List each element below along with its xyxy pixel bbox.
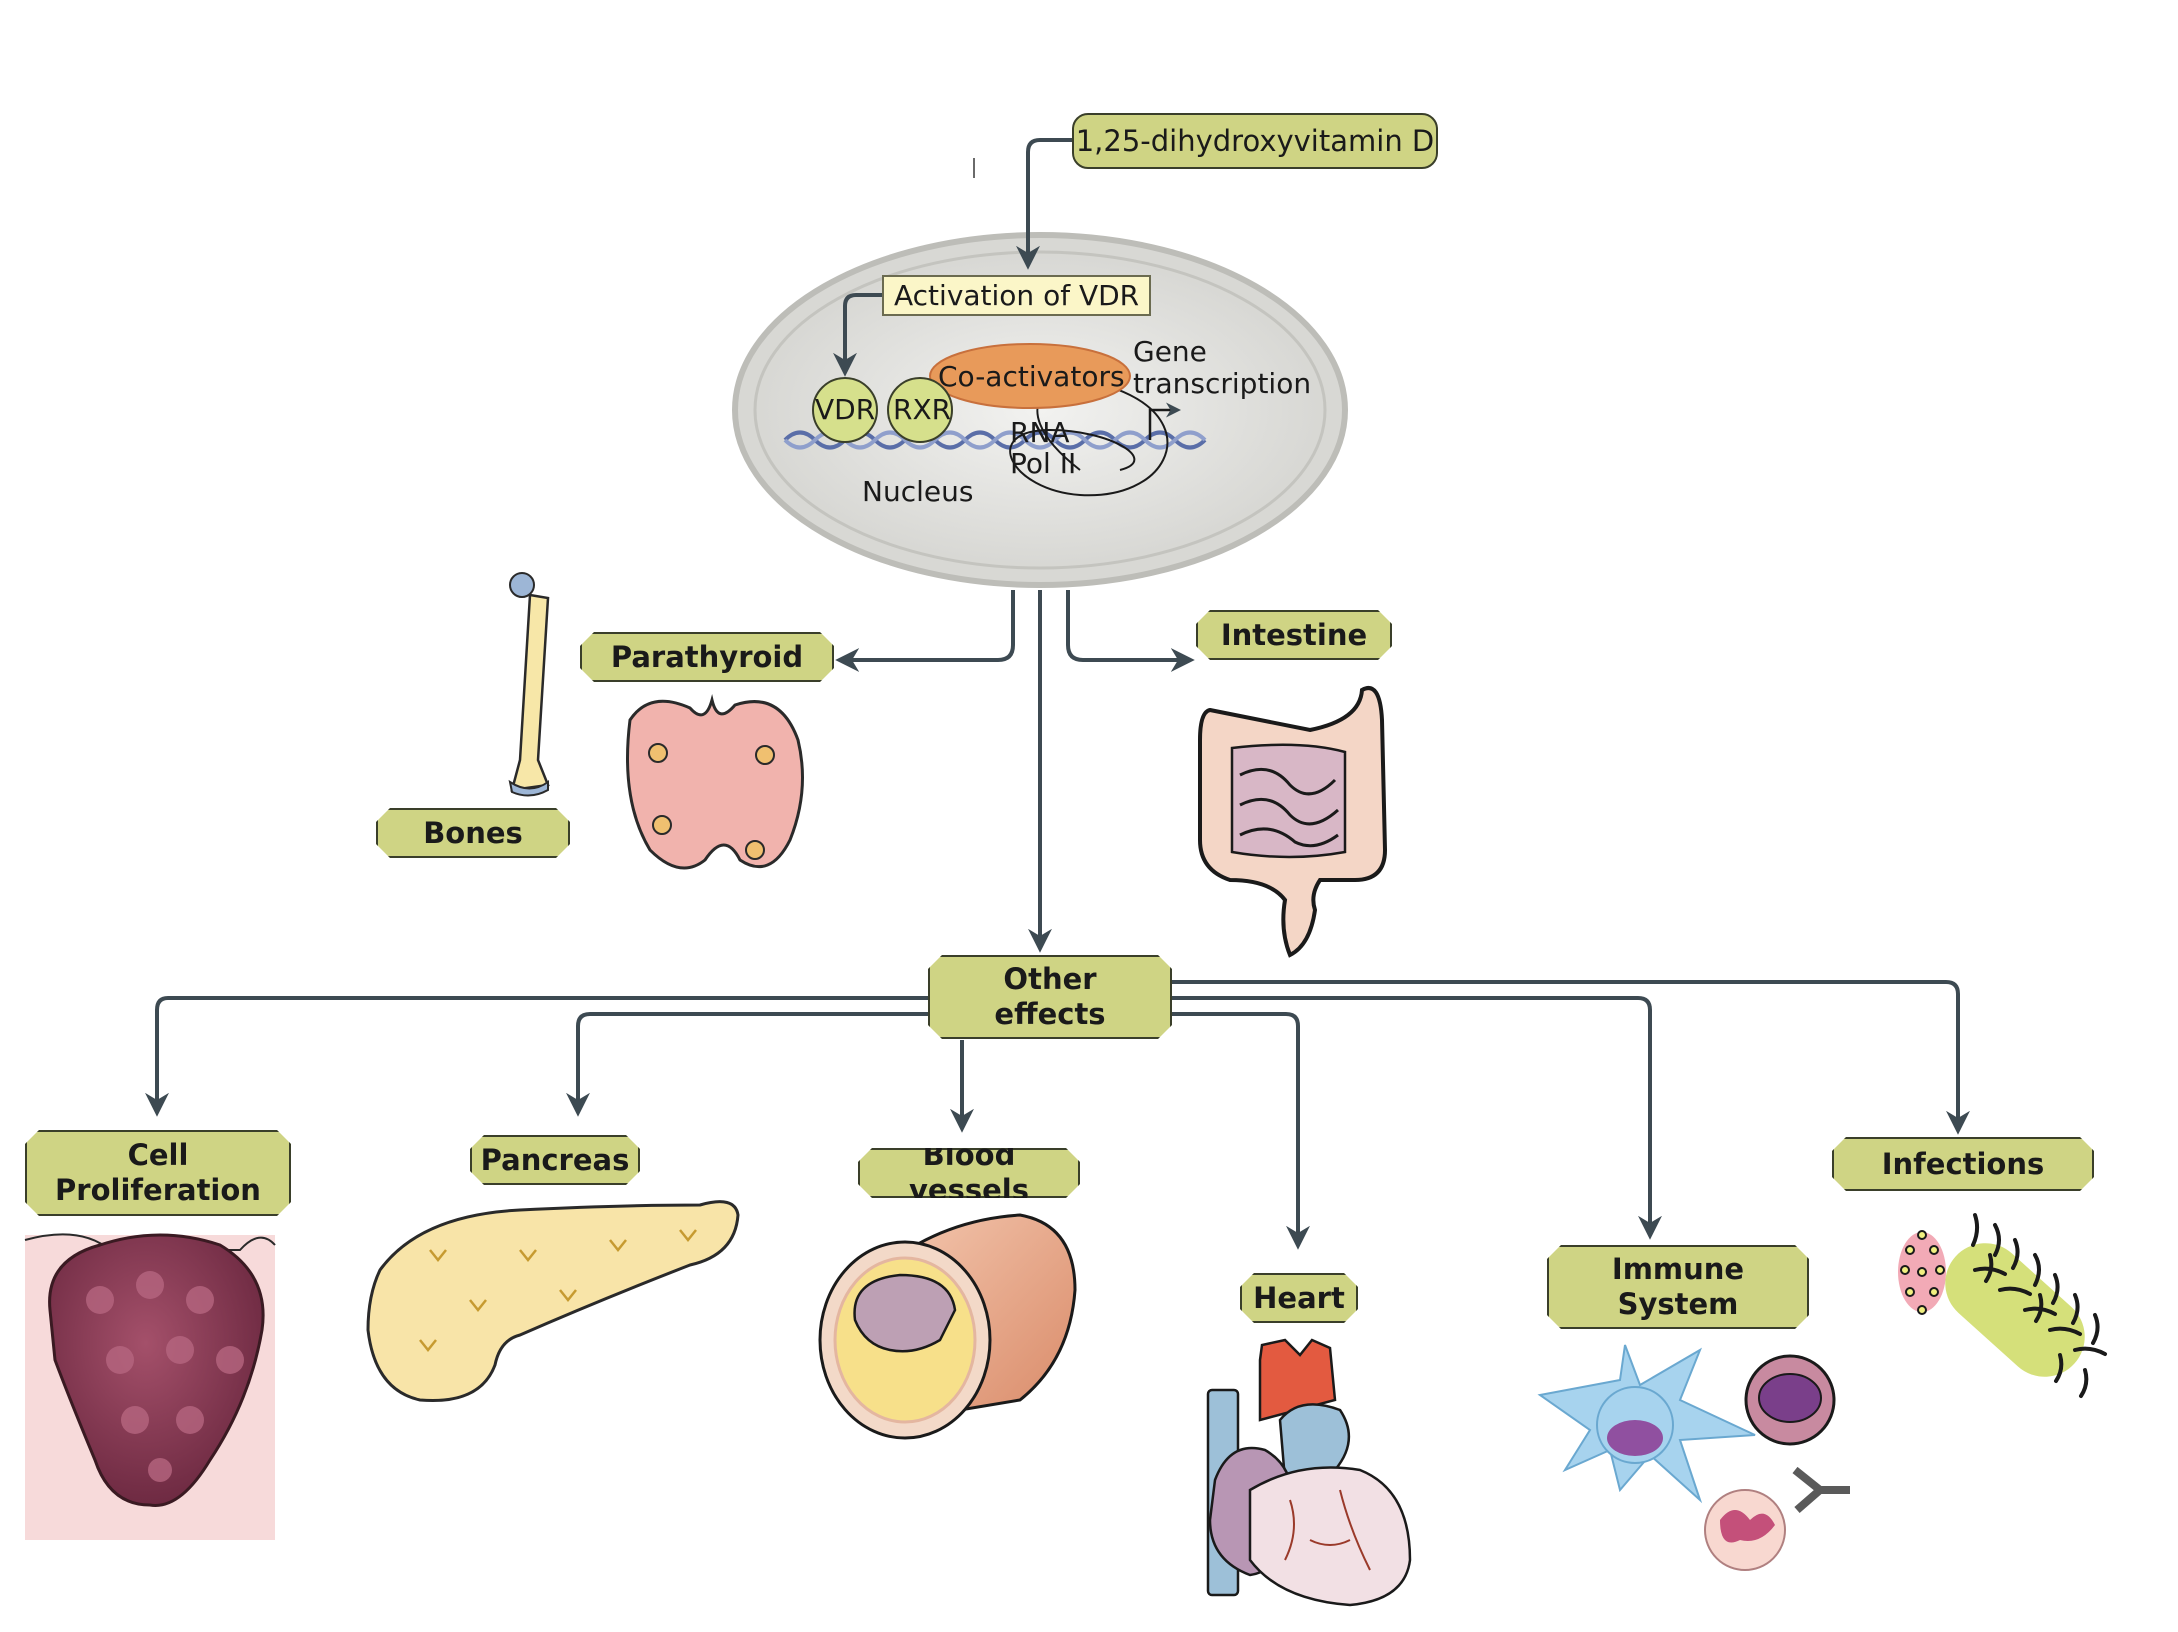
activation-of-vdr-box: Activation of VDR [882,275,1152,316]
arrow-to-parathyroid [835,590,1015,672]
other-effects-text: Other effects [994,962,1106,1031]
neutrophil-icon [1704,1489,1786,1571]
coactivators-label: Co-activators [938,360,1125,393]
activation-of-vdr-text: Activation of VDR [894,279,1140,312]
vitamin-d-label: 1,25-dihydroxyvitamin D [1072,113,1438,169]
arrow-to-infections [1172,980,1970,1135]
vitamin-d-label-text: 1,25-dihydroxyvitamin D [1075,123,1435,158]
bone-icon [508,572,550,797]
intestine-icon [1198,686,1388,958]
pancreas-text: Pancreas [480,1142,630,1177]
rxr-circle [887,377,953,443]
gene-transcription-label: Gene transcription [1133,335,1312,401]
arrow-vitd-to-cell [1016,138,1073,270]
rna-pol-label: RNA Pol II [1010,416,1077,480]
pancreas-icon [366,1200,740,1403]
bones-label-text: Bones [423,815,523,850]
parathyroid-label-text: Parathyroid [610,639,804,674]
blood-vessels-text: Blood vessels [909,1138,1029,1207]
lymphocyte-icon [1744,1354,1836,1446]
parathyroid-label: Parathyroid [580,632,834,682]
other-effects-hub: Other effects [928,955,1172,1039]
cell-proliferation-label: Cell Proliferation [25,1130,291,1216]
antibody-icon [1792,1466,1850,1514]
parathyroid-gland-icon [626,694,804,870]
rxr-label: RXR [893,393,952,426]
tumor-icon [24,1233,276,1540]
intestine-label-text: Intestine [1220,617,1368,652]
arrow-to-pancreas [566,1012,928,1117]
cell-proliferation-text: Cell Proliferation [55,1138,261,1207]
cell-illustration [732,232,1348,588]
bacterium-icon [1945,1213,2107,1398]
infections-label: Infections [1832,1137,2094,1191]
arrow-to-intestine [1066,590,1195,672]
immune-system-label: Immune System [1547,1245,1809,1329]
immune-cells-icon [1537,1344,1850,1571]
heart-label: Heart [1240,1273,1358,1323]
intestine-label: Intestine [1196,610,1392,660]
transcription-arrow-icon [1148,402,1181,440]
blood-vessels-label: Blood vessels [858,1148,1080,1198]
nucleus-label: Nucleus [862,475,974,508]
virus-icon [1898,1230,1946,1315]
heart-text: Heart [1253,1280,1345,1315]
vdr-circle [812,377,878,443]
arrow-to-cell-proliferation [145,996,928,1117]
arrow-activation-to-vdr [833,293,882,377]
coactivators-oval [929,343,1131,409]
connector-arrows [145,138,1970,1250]
arrow-to-heart [1172,1012,1310,1250]
bones-label: Bones [376,808,570,858]
arrow-to-immune-system [1172,996,1662,1240]
nucleus [753,250,1327,570]
infections-text: Infections [1881,1146,2045,1181]
blood-vessel-icon [818,1213,1077,1440]
pancreas-label: Pancreas [470,1135,640,1185]
vdr-label: VDR [815,393,876,426]
immune-system-text: Immune System [1611,1252,1745,1321]
heart-icon [1206,1338,1412,1607]
pathogen-icon [1898,1213,2107,1398]
